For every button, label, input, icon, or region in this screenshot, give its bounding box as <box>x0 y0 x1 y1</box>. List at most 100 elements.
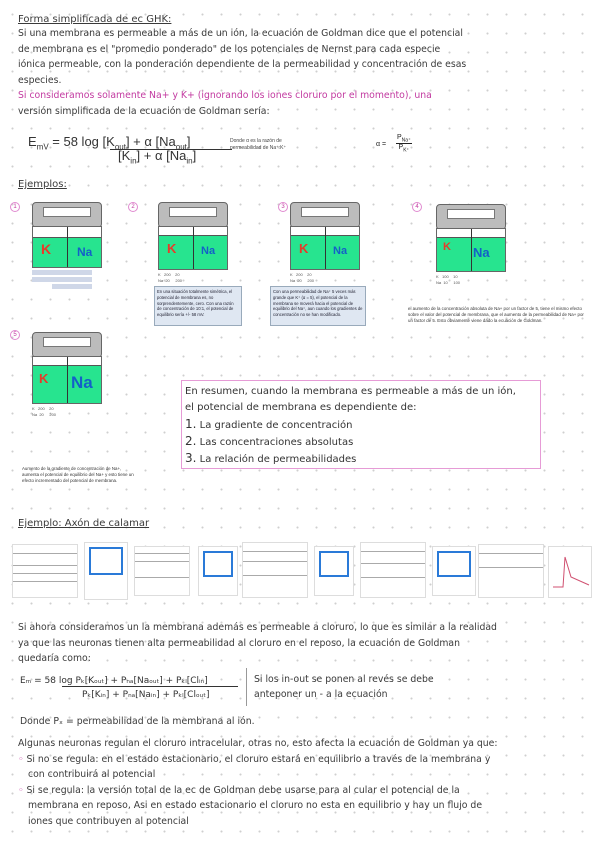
voltmeter-icon <box>32 202 102 228</box>
item-number: 3. <box>185 451 197 465</box>
na-label: Na <box>201 245 216 257</box>
experiment-number: 2 <box>128 202 138 212</box>
k-label: K <box>299 241 309 256</box>
item-number: 2. <box>185 434 197 448</box>
text-line: Si ahora consideramos un la membrana ade… <box>18 622 497 633</box>
formula-sub: in <box>186 156 193 166</box>
formula-num-mid: ] + α [Na <box>125 134 176 149</box>
text-line: Si una membrana es permeable a más de un… <box>18 28 463 39</box>
summary-intro-1: En resumen, cuando la membrana es permea… <box>185 386 516 397</box>
thumbnail <box>432 546 476 596</box>
text-line: Algunas neuronas regulan el cloruro intr… <box>18 738 498 749</box>
formula-sub: out <box>175 142 187 152</box>
voltmeter-icon <box>290 202 360 228</box>
voltmeter-icon <box>32 332 102 358</box>
formula-sub: out <box>114 142 126 152</box>
goldman-formula-simplified: EmV = 58 log [Kout] + α [Naout] <box>28 134 191 152</box>
tank: K Na <box>32 226 102 268</box>
section-title-ghk: Forma simplificada de ec GHK: <box>18 14 172 25</box>
goldman-formula-denominator: [Kin] + α [Nain] <box>118 148 196 166</box>
experiment-number: 3 <box>278 202 288 212</box>
summary-item-1: 1. La gradiente de concentración <box>185 416 353 434</box>
thumbnail <box>134 546 190 596</box>
tank: K Na <box>158 226 228 270</box>
item-text: La relación de permeabilidades <box>199 454 357 465</box>
alpha-definition: α = <box>376 141 386 148</box>
na-label: Na <box>71 373 93 392</box>
item-number: 1. <box>185 417 197 431</box>
text-line: de membrana es el "promedio ponderado" d… <box>18 43 441 55</box>
formula-top: Eₘ = 58 log Pₖ[Kₒᵤₜ] + Pₙₐ[Naₒᵤₜ] + Pₖₗ[… <box>20 676 208 686</box>
tank: K Na <box>32 356 102 404</box>
formula-sub: in <box>130 156 137 166</box>
tank: K Na <box>290 226 360 270</box>
bullet-icon: ◦ <box>18 784 24 796</box>
alpha-num: P <box>397 134 402 141</box>
experiment-caption: En una situación totalmente simétrica, e… <box>154 286 242 326</box>
text-line-highlight: Si consideramos solamente Na+ y K+ (igno… <box>18 90 432 102</box>
text-line: con contribuirá al potencial <box>28 769 156 781</box>
text-line: iónica permeable, con la ponderación dep… <box>18 59 467 71</box>
alpha-fraction: PNa⁺ PK⁺ <box>396 134 412 154</box>
text-line: ya que las neuronas tienen alta permeabi… <box>18 637 461 649</box>
item-text: La gradiente de concentración <box>199 420 353 431</box>
k-label: K <box>39 371 49 386</box>
summary-intro-2: el potencial de membrana es dependiente … <box>185 402 417 413</box>
formula-lhs: E <box>28 134 37 149</box>
na-label: Na <box>473 245 490 260</box>
paragraph-chloride: Si ahora consideramos un la membrana ade… <box>18 620 583 667</box>
formula-num: [K <box>102 134 115 149</box>
fraction-bar <box>62 686 238 687</box>
experiment-number: 5 <box>10 330 20 340</box>
experiment-number: 1 <box>10 202 20 212</box>
fraction-bar <box>110 149 232 150</box>
voltmeter-icon <box>436 204 506 230</box>
summary-box: En resumen, cuando la membrana es permea… <box>181 380 541 469</box>
thumbnail <box>84 542 128 600</box>
thumbnail <box>242 542 308 598</box>
k-label: K <box>41 241 52 257</box>
alpha-label: α = <box>376 141 387 148</box>
experiment-caption: Con una permeabilidad de Na⁺ 5 veces más… <box>270 286 366 326</box>
alpha-num-sub: Na⁺ <box>401 137 411 144</box>
thumbnail <box>314 546 354 596</box>
formula-bottom: Pₖ[Kᵢₙ] + Pₙₐ[Naᵢₙ] + Pₖₗ[Clₒᵤₜ] <box>82 690 210 700</box>
formula-note: Si los in-out se ponen al revés se debe … <box>254 672 434 702</box>
text-line: iones que contribuyen al potencial <box>28 815 189 827</box>
experiment-caption: el aumento de la concentración absoluta … <box>408 306 584 323</box>
alpha-den-sub: K⁺ <box>403 147 410 154</box>
thumbnail <box>12 544 78 598</box>
na-label: Na <box>77 245 93 259</box>
goldman-formula-full: Eₘ = 58 log Pₖ[Kₒᵤₜ] + Pₙₐ[Naₒᵤₜ] + Pₖₗ[… <box>20 676 208 686</box>
donde-line: Donde Pₓ = permeabilidad de la membrana … <box>20 716 255 727</box>
bullet-line: ◦ Si no se regula: en el estado estacion… <box>18 752 583 768</box>
bullet-icon: ◦ <box>18 753 24 765</box>
graph-thumbnail <box>553 556 590 588</box>
thumbnail <box>478 544 544 598</box>
thumbnail <box>360 542 426 598</box>
note-line: anteponer un - a la ecuación <box>254 689 388 700</box>
paragraph-regulation: Algunas neuronas regulan el cloruro intr… <box>18 736 583 830</box>
formula-den: [K <box>118 148 131 163</box>
formula-eq: = 58 log <box>48 134 103 149</box>
vertical-separator <box>246 668 247 706</box>
examples-title: Ejemplos: <box>18 179 67 190</box>
text-line: quedaría como: <box>18 653 91 665</box>
text-line: especies. <box>18 74 62 86</box>
bullet-line: ◦ Si se regula: la versión total de la e… <box>18 783 583 799</box>
concentration-table <box>32 270 102 289</box>
thumbnail <box>548 546 592 598</box>
example-squid-title: Ejemplo: Axón de calamar <box>18 518 150 529</box>
thumbnail <box>198 546 238 596</box>
summary-item-3: 3. La relación de permeabilidades <box>185 450 356 468</box>
formula-lhs-sub: mV <box>36 142 49 152</box>
note-line: Si los in-out se ponen al revés se debe <box>254 674 434 685</box>
